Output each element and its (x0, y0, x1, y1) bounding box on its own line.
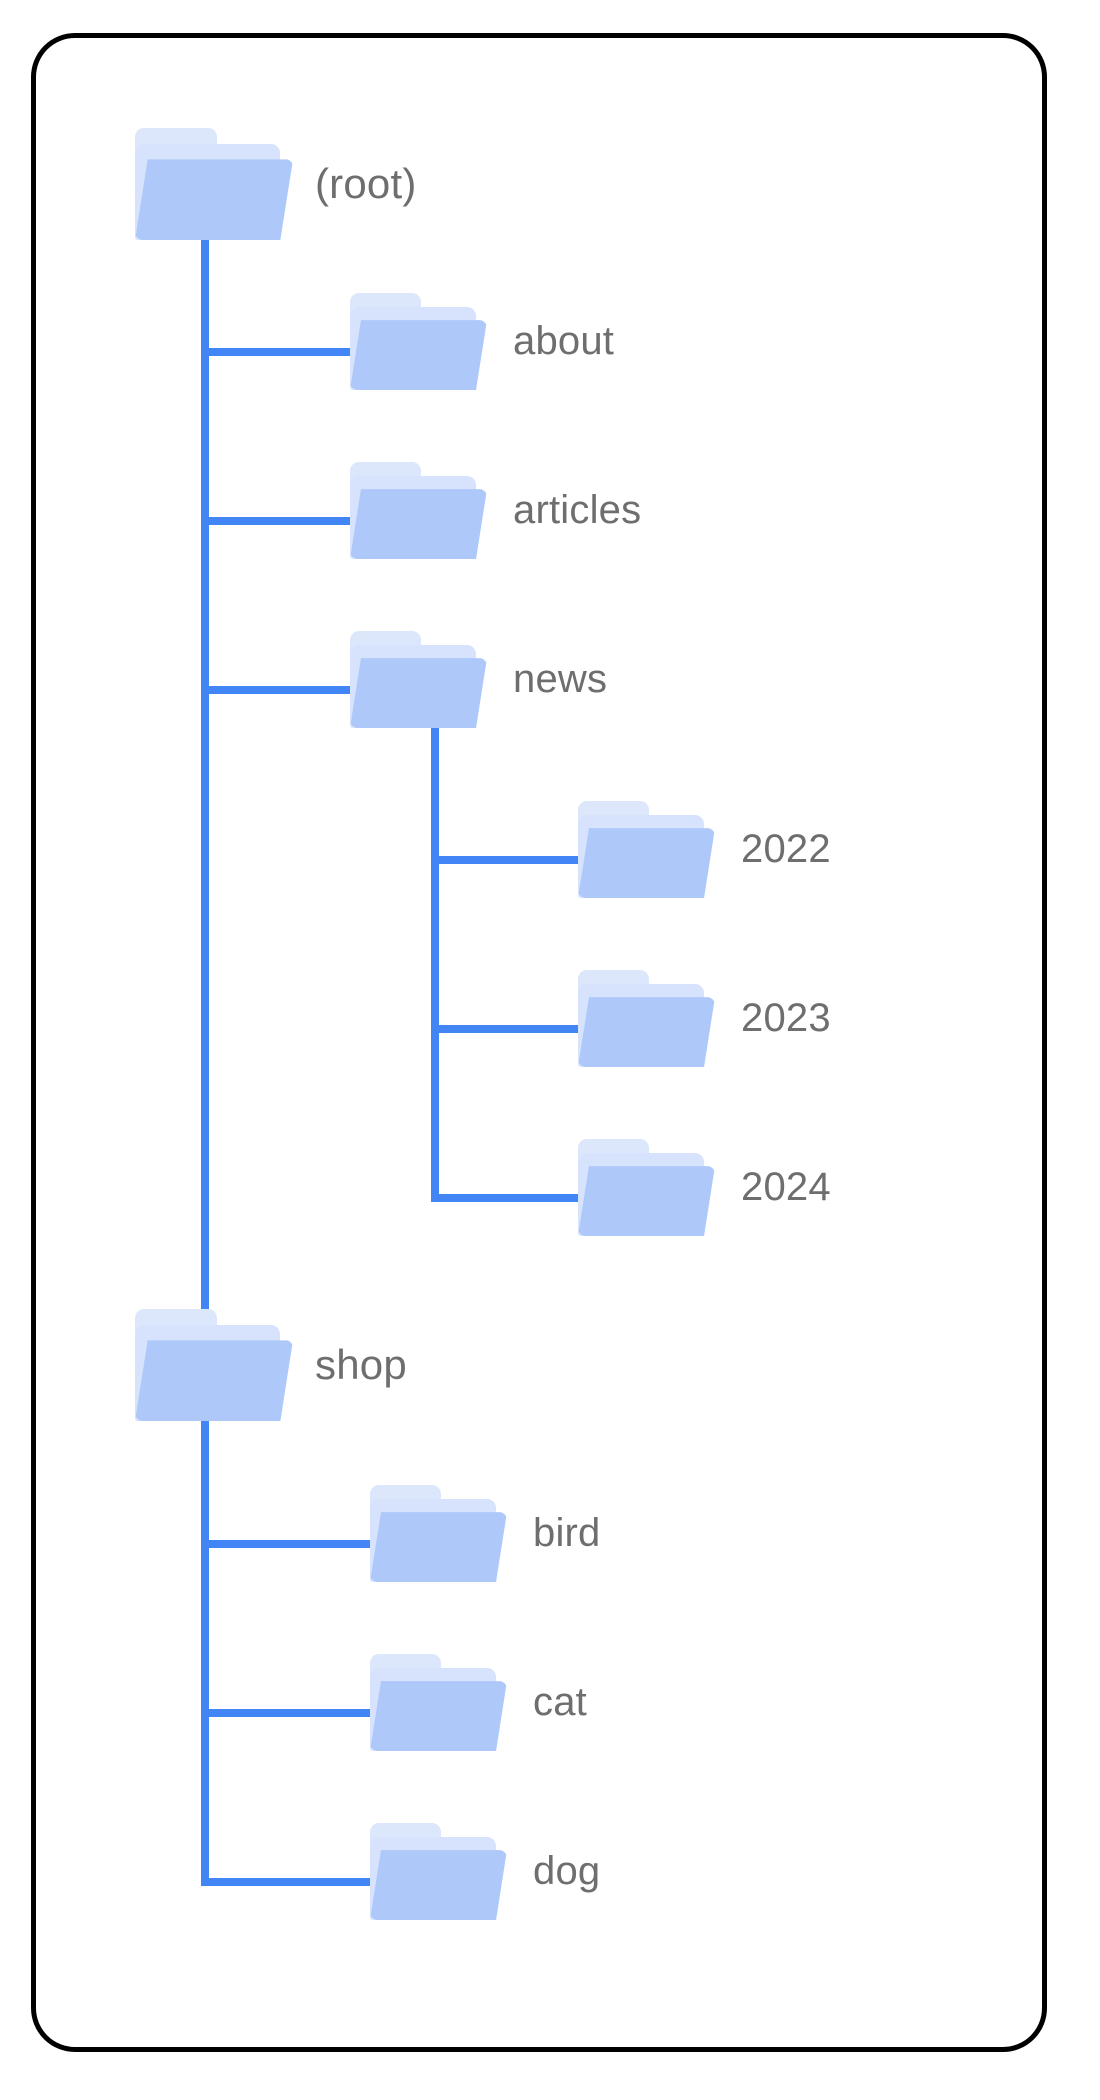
folder-front-shape (350, 489, 487, 559)
folder-front-shape (135, 159, 293, 240)
folder-icon (578, 801, 715, 898)
folder-front-shape (578, 828, 715, 898)
folder-icon (370, 1823, 507, 1920)
folder-icon (350, 462, 487, 559)
folder-front-shape (350, 658, 487, 728)
node-label: 2024 (741, 1165, 831, 1209)
node-label: shop (315, 1341, 407, 1388)
folder-icon (135, 1309, 293, 1421)
node-label: 2022 (741, 827, 831, 871)
folder-icon (370, 1654, 507, 1751)
folder-icon (578, 970, 715, 1067)
tree-node-2024[interactable]: 2024 (578, 1139, 831, 1236)
node-label: dog (533, 1849, 601, 1893)
folder-icon (135, 128, 293, 240)
tree-node-about[interactable]: about (350, 293, 614, 390)
folder-front-shape (350, 320, 487, 390)
node-label: cat (533, 1680, 587, 1724)
tree-node-root[interactable]: (root) (135, 128, 417, 240)
folder-icon (370, 1485, 507, 1582)
folder-icon (578, 1139, 715, 1236)
tree-node-articles[interactable]: articles (350, 462, 641, 559)
folder-icon (350, 293, 487, 390)
node-label: about (513, 319, 615, 363)
node-label: bird (533, 1511, 601, 1555)
folder-front-shape (135, 1340, 293, 1421)
tree-node-2023[interactable]: 2023 (578, 970, 831, 1067)
tree-node-shop[interactable]: shop (135, 1309, 407, 1421)
folder-front-shape (370, 1681, 507, 1751)
tree-node-cat[interactable]: cat (370, 1654, 587, 1751)
folder-front-shape (370, 1850, 507, 1920)
tree-node-news[interactable]: news (350, 631, 607, 728)
tree-node-2022[interactable]: 2022 (578, 801, 831, 898)
diagram-card (31, 33, 1047, 2052)
node-label: articles (513, 488, 642, 532)
node-label: 2023 (741, 996, 831, 1040)
folder-front-shape (578, 1166, 715, 1236)
node-label: news (513, 657, 608, 701)
tree-node-bird[interactable]: bird (370, 1485, 601, 1582)
folder-icon (350, 631, 487, 728)
tree-node-dog[interactable]: dog (370, 1823, 600, 1920)
node-label: (root) (315, 160, 417, 207)
folder-front-shape (578, 997, 715, 1067)
folder-front-shape (370, 1512, 507, 1582)
